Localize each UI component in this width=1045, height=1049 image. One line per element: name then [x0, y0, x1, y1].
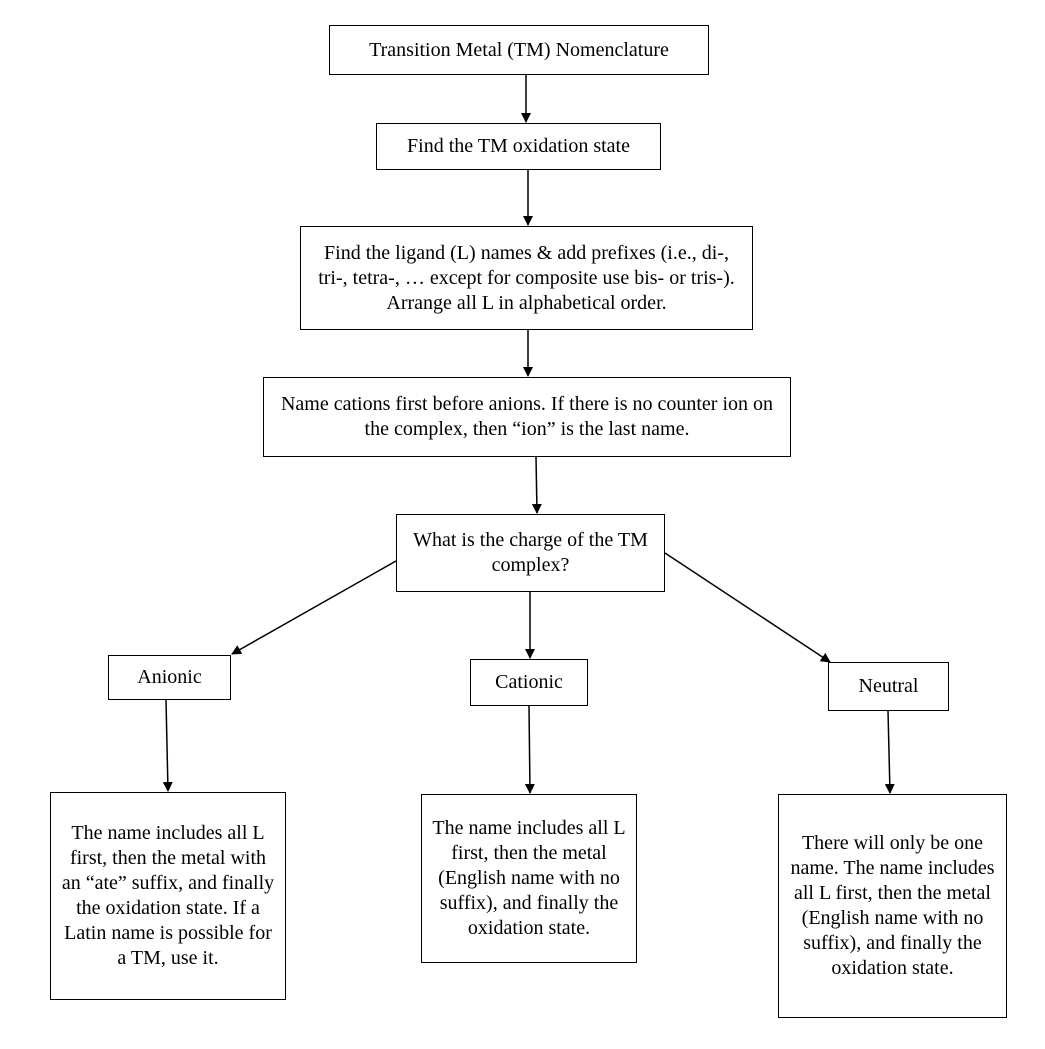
cationic-rule-text: The name includes all L first, then the … [432, 817, 626, 939]
arrow-neutral-to-rule [884, 710, 895, 794]
cationic-branch: Cationic [470, 659, 588, 706]
arrow-cations-to-charge [531, 456, 542, 514]
charge-decision: What is the charge of the TM complex? [396, 514, 665, 592]
arrow-charge-to-neutral [664, 552, 831, 663]
anionic-rule: The name includes all L first, then the … [50, 792, 286, 1000]
cations-first-step-text: Name cations first before anions. If the… [280, 393, 774, 440]
anionic-label: Anionic [137, 666, 202, 688]
arrow-anionic-to-rule [162, 699, 173, 792]
cationic-rule: The name includes all L first, then the … [421, 794, 637, 963]
neutral-label: Neutral [858, 675, 919, 697]
ligand-names-step: Find the ligand (L) names & add prefixes… [300, 226, 753, 330]
neutral-rule-text: There will only be one name. The name in… [790, 832, 995, 979]
cations-first-step: Name cations first before anions. If the… [263, 377, 791, 457]
anionic-rule-text: The name includes all L first, then the … [61, 822, 275, 969]
anionic-branch: Anionic [108, 655, 231, 700]
oxidation-state-step: Find the TM oxidation state [376, 123, 661, 170]
arrow-charge-to-anionic [231, 560, 397, 655]
neutral-rule: There will only be one name. The name in… [778, 794, 1007, 1018]
ligand-names-step-text: Find the ligand (L) names & add prefixes… [318, 241, 735, 314]
cationic-label: Cationic [495, 671, 563, 693]
arrow-cationic-to-rule [524, 705, 535, 794]
title-box: Transition Metal (TM) Nomenclature [329, 25, 709, 75]
neutral-branch: Neutral [828, 662, 949, 711]
flowchart-title: Transition Metal (TM) Nomenclature [369, 38, 669, 61]
oxidation-state-step-text: Find the TM oxidation state [407, 135, 630, 157]
charge-question-text: What is the charge of the TM complex? [413, 529, 648, 576]
